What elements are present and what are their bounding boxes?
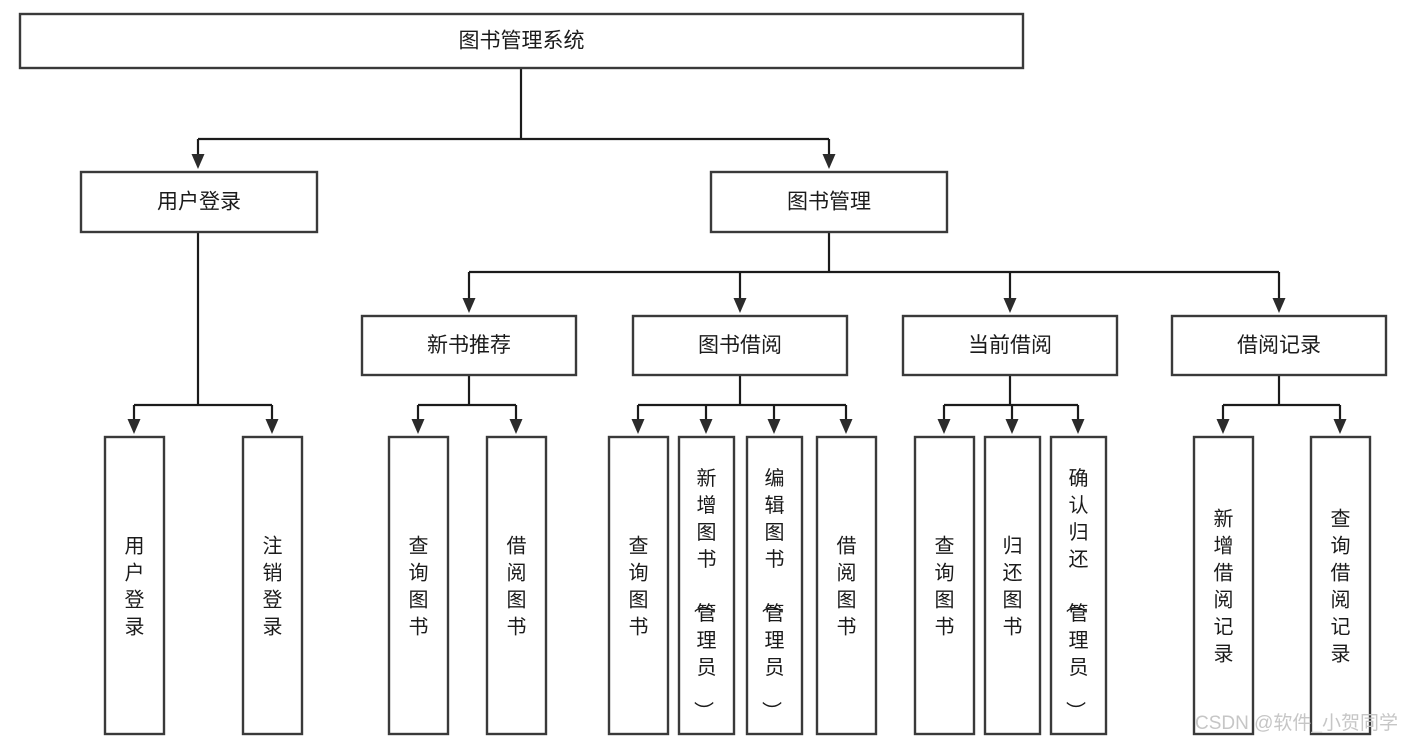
node-box-book-management[interactable] bbox=[709, 170, 949, 234]
node-label-book-management: 图书管理 bbox=[787, 191, 871, 214]
node-label-user-login: 用户登录 bbox=[157, 191, 241, 214]
node-book-management[interactable]: 图书管理 bbox=[709, 170, 949, 234]
node-leaf-borrow-book-recommend[interactable]: 借阅图书 bbox=[485, 435, 548, 736]
node-borrow-record[interactable]: 借阅记录 bbox=[1170, 314, 1388, 377]
connector-group-bookmgmt-to-level3 bbox=[462, 232, 1286, 313]
node-label-leaf-borrow-book: 借阅图书 bbox=[837, 535, 857, 639]
connector-group-userlogin-to-leaves bbox=[127, 232, 279, 434]
node-box-leaf-confirm-return-admin[interactable] bbox=[1049, 435, 1108, 736]
node-box-leaf-query-book-borrow[interactable] bbox=[607, 435, 670, 736]
node-box-leaf-edit-book-admin[interactable] bbox=[745, 435, 804, 736]
node-leaf-return-book[interactable]: 归还图书 bbox=[983, 435, 1042, 736]
node-box-leaf-add-book-admin[interactable] bbox=[677, 435, 736, 736]
nodes-layer: 图书管理系统用户登录图书管理新书推荐图书借阅当前借阅借阅记录用户登录注销登录查询… bbox=[18, 12, 1388, 736]
node-label-leaf-add-borrow-record: 新增借阅记录 bbox=[1214, 508, 1234, 666]
node-box-leaf-borrow-book[interactable] bbox=[815, 435, 878, 736]
node-label-leaf-user-logout: 注销登录 bbox=[263, 535, 283, 639]
node-box-leaf-query-book-current[interactable] bbox=[913, 435, 976, 736]
node-box-leaf-user-login[interactable] bbox=[103, 435, 166, 736]
node-root[interactable]: 图书管理系统 bbox=[18, 12, 1025, 70]
node-leaf-confirm-return-admin[interactable]: 确认归还（管理员） bbox=[1049, 435, 1108, 736]
node-label-borrow-record: 借阅记录 bbox=[1237, 334, 1321, 357]
connector-group-record-to-leaves bbox=[1216, 375, 1347, 434]
node-user-login[interactable]: 用户登录 bbox=[79, 170, 319, 234]
node-leaf-query-book-recommend[interactable]: 查询图书 bbox=[387, 435, 450, 736]
node-box-root[interactable] bbox=[18, 12, 1025, 70]
node-leaf-add-book-admin[interactable]: 新增图书（管理员） bbox=[677, 435, 736, 736]
node-label-current-borrow: 当前借阅 bbox=[968, 334, 1052, 357]
node-leaf-user-logout[interactable]: 注销登录 bbox=[241, 435, 304, 736]
node-box-user-login[interactable] bbox=[79, 170, 319, 234]
node-box-new-book-recommend[interactable] bbox=[360, 314, 578, 377]
node-leaf-query-borrow-record[interactable]: 查询借阅记录 bbox=[1309, 435, 1372, 736]
node-label-root: 图书管理系统 bbox=[459, 30, 585, 53]
node-label-leaf-query-borrow-record: 查询借阅记录 bbox=[1331, 508, 1351, 666]
node-box-leaf-return-book[interactable] bbox=[983, 435, 1042, 736]
node-book-borrow[interactable]: 图书借阅 bbox=[631, 314, 849, 377]
node-box-current-borrow[interactable] bbox=[901, 314, 1119, 377]
node-leaf-borrow-book[interactable]: 借阅图书 bbox=[815, 435, 878, 736]
node-box-leaf-query-book-recommend[interactable] bbox=[387, 435, 450, 736]
node-leaf-query-book-borrow[interactable]: 查询图书 bbox=[607, 435, 670, 736]
node-label-leaf-return-book: 归还图书 bbox=[1003, 535, 1023, 639]
node-leaf-add-borrow-record[interactable]: 新增借阅记录 bbox=[1192, 435, 1255, 736]
node-label-leaf-query-book-recommend: 查询图书 bbox=[409, 535, 429, 639]
node-leaf-user-login[interactable]: 用户登录 bbox=[103, 435, 166, 736]
node-label-leaf-confirm-return-admin: 确认归还（管理员） bbox=[1064, 467, 1089, 721]
csdn-watermark: CSDN @软件_小贺同学 bbox=[1195, 712, 1398, 734]
node-label-leaf-query-book-borrow: 查询图书 bbox=[629, 535, 649, 639]
node-current-borrow[interactable]: 当前借阅 bbox=[901, 314, 1119, 377]
node-label-leaf-borrow-book-recommend: 借阅图书 bbox=[507, 535, 527, 639]
connector-group-root-to-level2 bbox=[191, 68, 836, 169]
connector-group-current-to-leaves bbox=[937, 375, 1085, 434]
node-box-leaf-add-borrow-record[interactable] bbox=[1192, 435, 1255, 736]
node-box-leaf-user-logout[interactable] bbox=[241, 435, 304, 736]
node-leaf-query-book-current[interactable]: 查询图书 bbox=[913, 435, 976, 736]
node-label-leaf-query-book-current: 查询图书 bbox=[935, 535, 955, 639]
node-box-borrow-record[interactable] bbox=[1170, 314, 1388, 377]
connector-group-recommend-to-leaves bbox=[411, 375, 523, 434]
node-label-leaf-user-login: 用户登录 bbox=[125, 536, 145, 639]
node-label-leaf-edit-book-admin: 编辑图书（管理员） bbox=[760, 467, 785, 721]
node-box-book-borrow[interactable] bbox=[631, 314, 849, 377]
node-leaf-edit-book-admin[interactable]: 编辑图书（管理员） bbox=[745, 435, 804, 736]
node-box-leaf-borrow-book-recommend[interactable] bbox=[485, 435, 548, 736]
connector-group-borrow-to-leaves bbox=[631, 375, 853, 434]
node-label-leaf-add-book-admin: 新增图书（管理员） bbox=[692, 467, 717, 721]
node-box-leaf-query-borrow-record[interactable] bbox=[1309, 435, 1372, 736]
node-label-book-borrow: 图书借阅 bbox=[698, 334, 782, 357]
node-label-new-book-recommend: 新书推荐 bbox=[427, 334, 511, 357]
node-new-book-recommend[interactable]: 新书推荐 bbox=[360, 314, 578, 377]
connectors-layer bbox=[127, 68, 1347, 434]
